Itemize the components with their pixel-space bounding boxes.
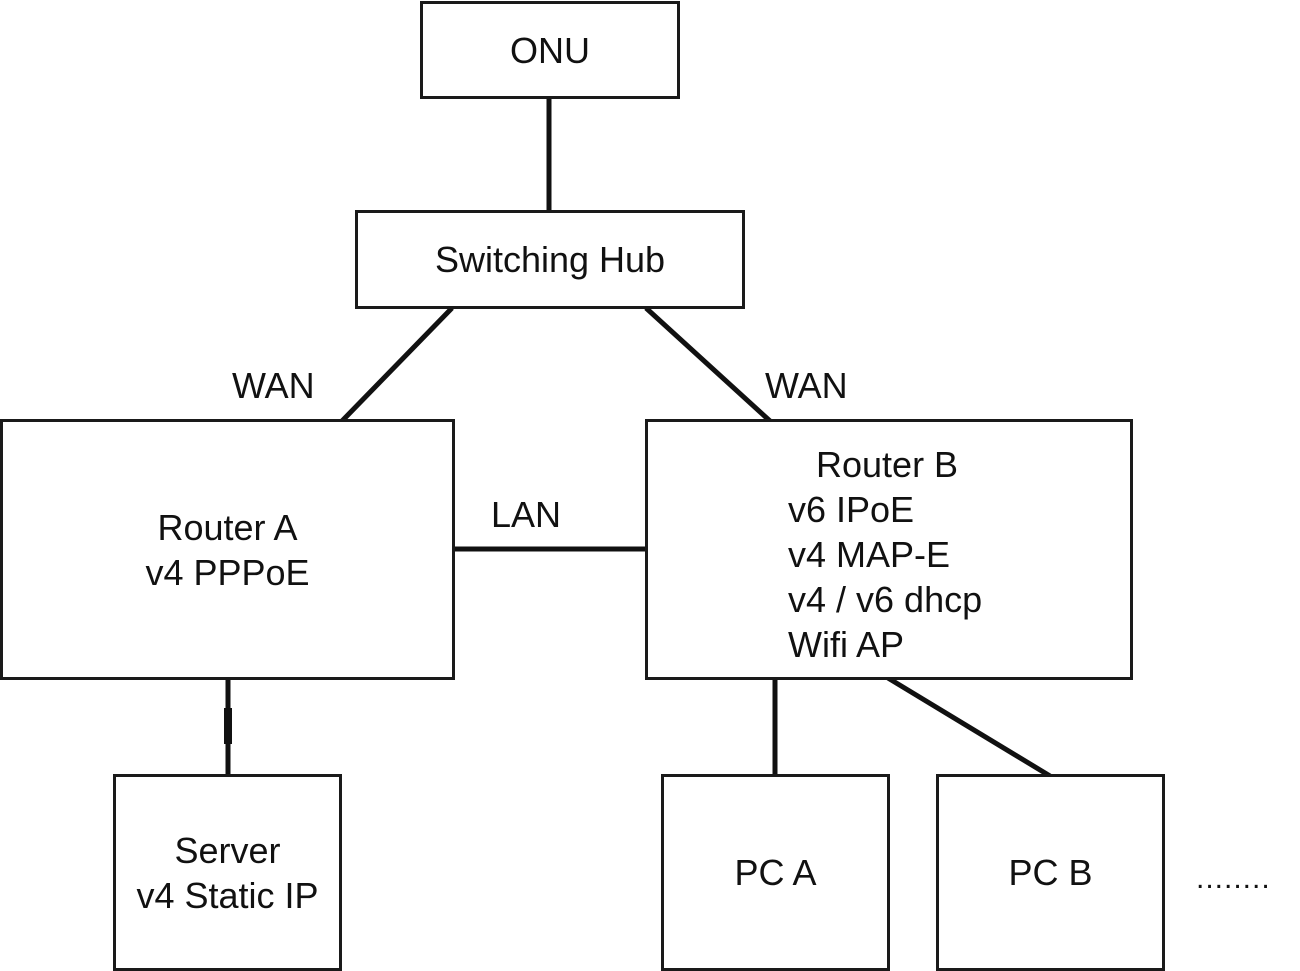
- edge-hub-router-b: [644, 306, 772, 423]
- node-router-b-line: v4 MAP-E: [788, 534, 951, 575]
- node-onu[interactable]: ONU: [420, 1, 680, 99]
- edge-hub-router-a: [340, 306, 454, 423]
- node-server-line: Server: [174, 829, 281, 871]
- node-router-b-line: Wifi AP: [788, 624, 905, 665]
- edge-label-wan-left: WAN: [232, 365, 315, 406]
- edge-router-b-pc-b: [886, 675, 1052, 779]
- node-pc-b[interactable]: PC B: [936, 774, 1165, 971]
- node-router-a-line: Router A: [157, 506, 298, 548]
- edge-label-lan: LAN: [491, 494, 562, 535]
- node-router-b[interactable]: Router B v6 IPoE v4 MAP-E v4 / v6 dhcp W…: [645, 419, 1133, 680]
- node-switching-hub[interactable]: Switching Hub: [355, 210, 745, 309]
- node-pc-a[interactable]: PC A: [661, 774, 890, 971]
- node-pc-b-line: PC B: [1008, 852, 1093, 893]
- node-router-b-line: v4 / v6 dhcp: [788, 579, 983, 620]
- cable-marker: [224, 708, 232, 744]
- more-devices-ellipsis: ........: [1196, 862, 1271, 895]
- node-server[interactable]: Server v4 Static IP: [113, 774, 342, 971]
- node-switching-hub-line: Switching Hub: [434, 239, 666, 280]
- node-pc-a-line: PC A: [734, 852, 817, 893]
- node-router-a-line: v4 PPPoE: [145, 551, 310, 593]
- node-onu-line: ONU: [510, 29, 590, 71]
- edge-label-wan-right: WAN: [765, 365, 848, 406]
- node-router-a[interactable]: Router A v4 PPPoE: [0, 419, 455, 680]
- node-router-b-line: Router B: [816, 444, 959, 485]
- node-server-line: v4 Static IP: [136, 874, 319, 916]
- node-router-b-line: v6 IPoE: [788, 489, 915, 530]
